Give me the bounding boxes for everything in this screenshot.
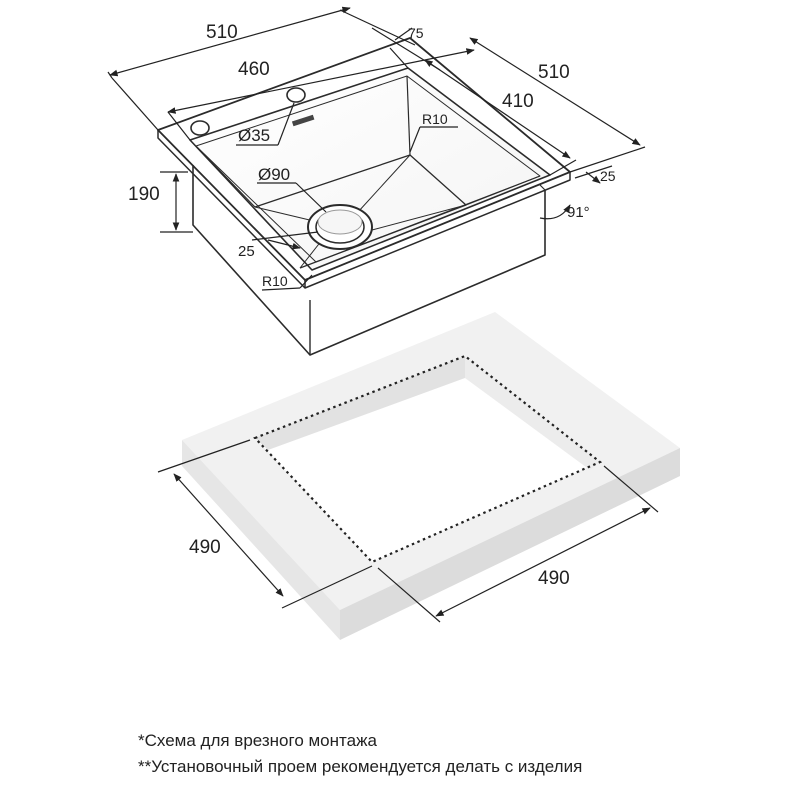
bowl-bottom	[254, 154, 467, 269]
drain-icon	[307, 204, 373, 250]
sink-body	[157, 37, 571, 356]
countertop-slab	[182, 312, 680, 640]
cutout-dimension-lines	[157, 439, 659, 623]
dim-overall-width: 510	[206, 22, 238, 43]
dim-drain: Ø90	[258, 165, 290, 184]
brand-logo	[291, 114, 315, 127]
cutout-dotted-outline	[253, 354, 603, 564]
dim-rim-offset: 75	[408, 25, 424, 41]
dim-corner-radius-top: R10	[422, 111, 448, 127]
dim-overall-depth: 510	[538, 62, 570, 83]
dim-bowl-width: 460	[238, 59, 270, 80]
dim-rim-width-right: 25	[600, 168, 616, 184]
note-line-1: *Схема для врезного монтажа	[138, 731, 377, 750]
dim-bowl-depth: 410	[502, 91, 534, 112]
note-line-2: **Установочный проем рекомендуется делат…	[138, 757, 583, 776]
dim-tap-hole: Ø35	[238, 126, 270, 145]
installation-notes: *Схема для врезного монтажа **Установочн…	[138, 728, 582, 780]
dim-cutout-width: 490	[538, 568, 570, 589]
dim-wall-angle: 91°	[567, 204, 590, 221]
dim-corner-radius-bottom: R10	[262, 273, 288, 289]
dim-rim-width-left: 25	[238, 243, 255, 260]
dim-bowl-height: 190	[128, 184, 160, 205]
dimension-lines	[107, 6, 646, 291]
dim-cutout-depth: 490	[189, 537, 221, 558]
